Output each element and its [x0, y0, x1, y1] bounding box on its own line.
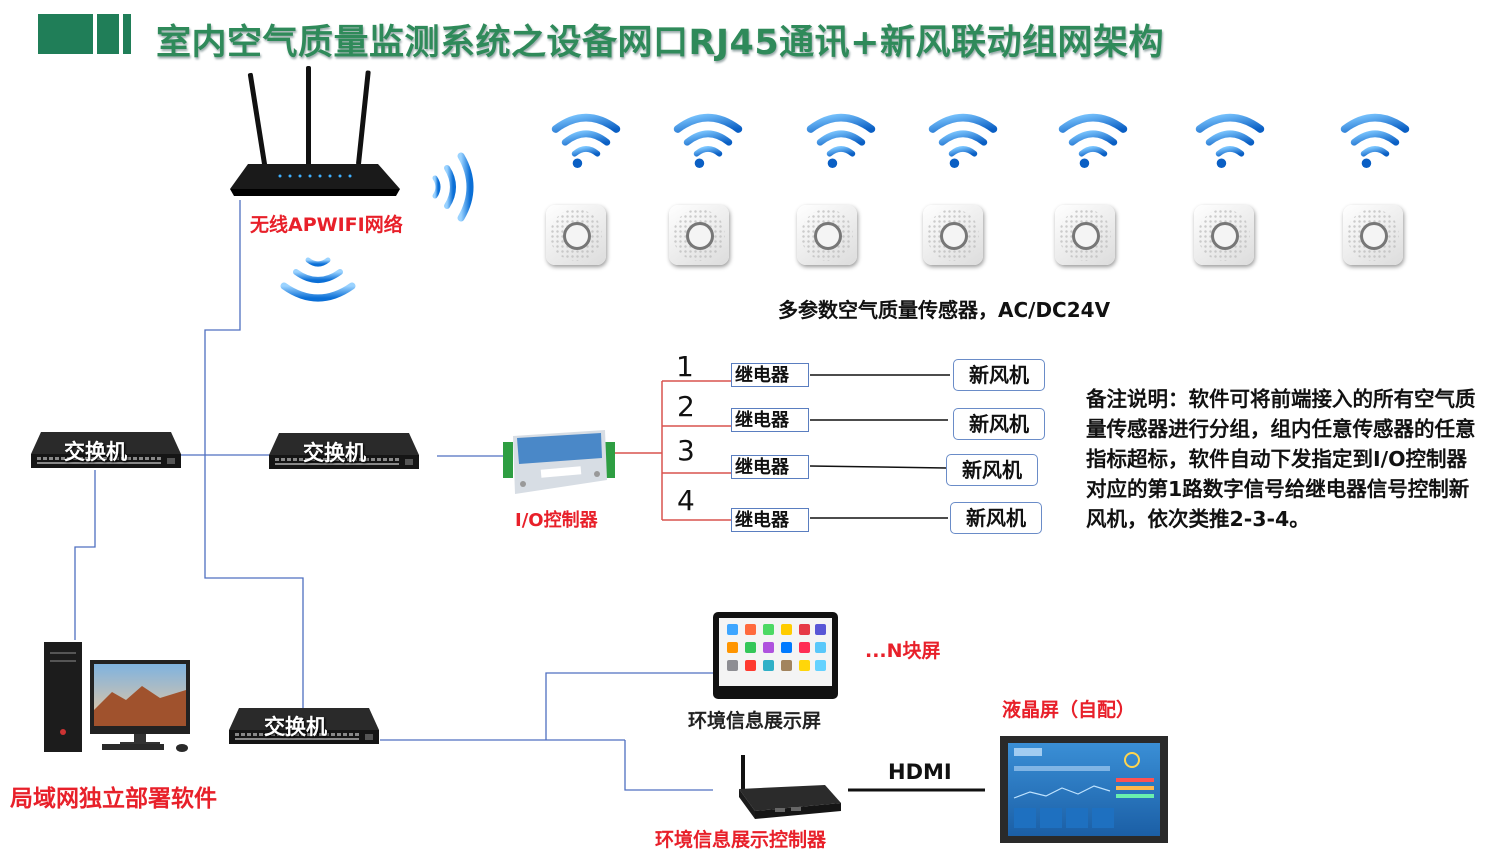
air-quality-sensor — [923, 205, 983, 265]
io-controller-label: I/O控制器 — [515, 510, 598, 531]
display-screen-label: 环境信息展示屏 — [688, 710, 822, 732]
display-controller-icon — [739, 755, 841, 819]
fresh-air-fan-box: 新风机 — [953, 408, 1045, 440]
air-quality-sensor — [546, 205, 606, 265]
wifi-icon — [670, 108, 746, 170]
note-text: 备注说明：软件可将前端接入的所有空气质量传感器进行分组，组内任意传感器的任意指标… — [1086, 387, 1476, 531]
relay-box: 继电器 — [731, 508, 809, 532]
air-quality-sensor — [1343, 205, 1403, 265]
router-icon — [230, 66, 400, 196]
header-bar-2 — [97, 14, 119, 54]
wifi-icon — [803, 108, 879, 170]
air-quality-sensor — [669, 205, 729, 265]
computer-icon — [44, 642, 190, 752]
switch-label: 交换机 — [64, 440, 127, 464]
page-title: 室内空气质量监测系统之设备网口RJ45通讯+新风联动组网架构 — [156, 23, 1165, 63]
wifi-signal-icon — [432, 152, 474, 222]
display-controller-label: 环境信息展示控制器 — [655, 829, 827, 851]
fresh-air-fan-box: 新风机 — [946, 454, 1038, 486]
channel-number: 2 — [677, 390, 695, 423]
fresh-air-fan-box: 新风机 — [953, 359, 1045, 391]
wifi-icon — [1055, 108, 1131, 170]
air-quality-sensor — [1194, 205, 1254, 265]
air-quality-sensor — [797, 205, 857, 265]
relay-box: 继电器 — [731, 455, 809, 479]
io-controller-icon — [503, 430, 615, 494]
wifi-icon — [1337, 108, 1413, 170]
router-label: 无线APWIFI网络 — [250, 214, 403, 236]
relay-box: 继电器 — [731, 363, 809, 387]
relay-box: 继电器 — [731, 408, 809, 432]
channel-number: 1 — [676, 350, 694, 383]
fresh-air-fan-box: 新风机 — [950, 502, 1042, 534]
wifi-icon — [1192, 108, 1268, 170]
air-quality-sensor — [1055, 205, 1115, 265]
wifi-icon — [548, 108, 624, 170]
n-screens-label: ...N块屏 — [865, 640, 941, 662]
pc-label: 局域网独立部署软件 — [10, 786, 217, 812]
channel-number: 4 — [677, 484, 695, 517]
header-bar-1 — [38, 14, 93, 54]
lcd-screen-icon — [1000, 736, 1168, 843]
switch-label: 交换机 — [264, 715, 327, 739]
lcd-label: 液晶屏（自配） — [1002, 699, 1136, 721]
channel-number: 3 — [677, 434, 695, 467]
wifi-icon — [925, 108, 1001, 170]
switch-label: 交换机 — [303, 441, 366, 465]
wifi-signal-icon — [280, 257, 356, 302]
hdmi-label: HDMI — [888, 760, 952, 784]
sensor-label: 多参数空气质量传感器，AC/DC24V — [778, 298, 1111, 322]
header-bar-3 — [123, 14, 131, 54]
display-screen-icon — [713, 612, 838, 699]
